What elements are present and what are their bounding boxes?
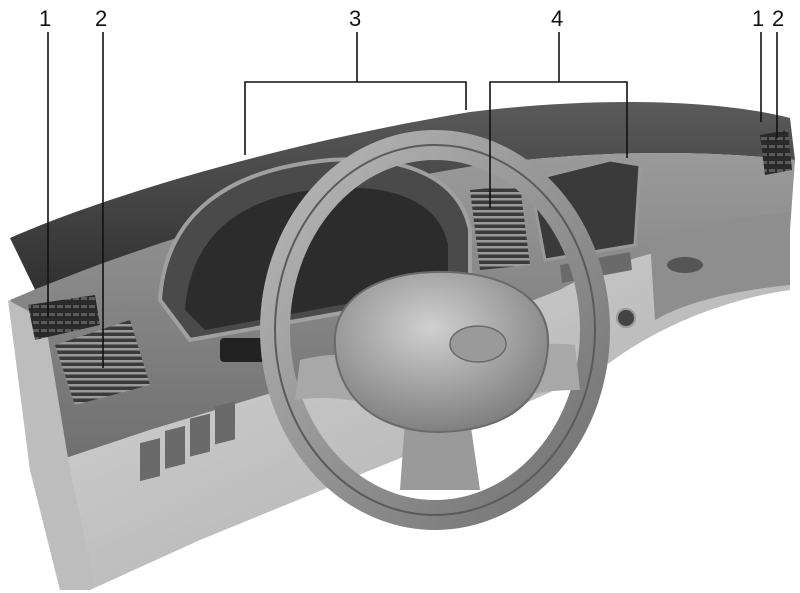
lower-switch-panel	[140, 401, 235, 482]
callout-1-left: 1	[39, 6, 51, 31]
dashboard-left-edge	[8, 300, 95, 590]
center-vent	[470, 185, 530, 270]
callout-4: 4	[551, 6, 563, 31]
dashboard-top	[10, 101, 795, 300]
steering-airbag	[333, 270, 550, 434]
headlight-switch	[220, 338, 268, 362]
callout-2-right: 2	[772, 6, 784, 31]
left-side-vent	[28, 295, 100, 340]
steering-wheel	[260, 130, 610, 530]
leader-lines	[47, 32, 778, 368]
glove-box	[650, 212, 790, 320]
callout-3: 3	[349, 6, 361, 31]
callout-1-right: 1	[752, 6, 764, 31]
glove-box-handle	[667, 257, 703, 273]
right-side-vent	[760, 130, 792, 175]
ignition-knob	[616, 308, 636, 328]
callout-2-left: 2	[95, 6, 107, 31]
steering-emblem	[449, 325, 507, 363]
